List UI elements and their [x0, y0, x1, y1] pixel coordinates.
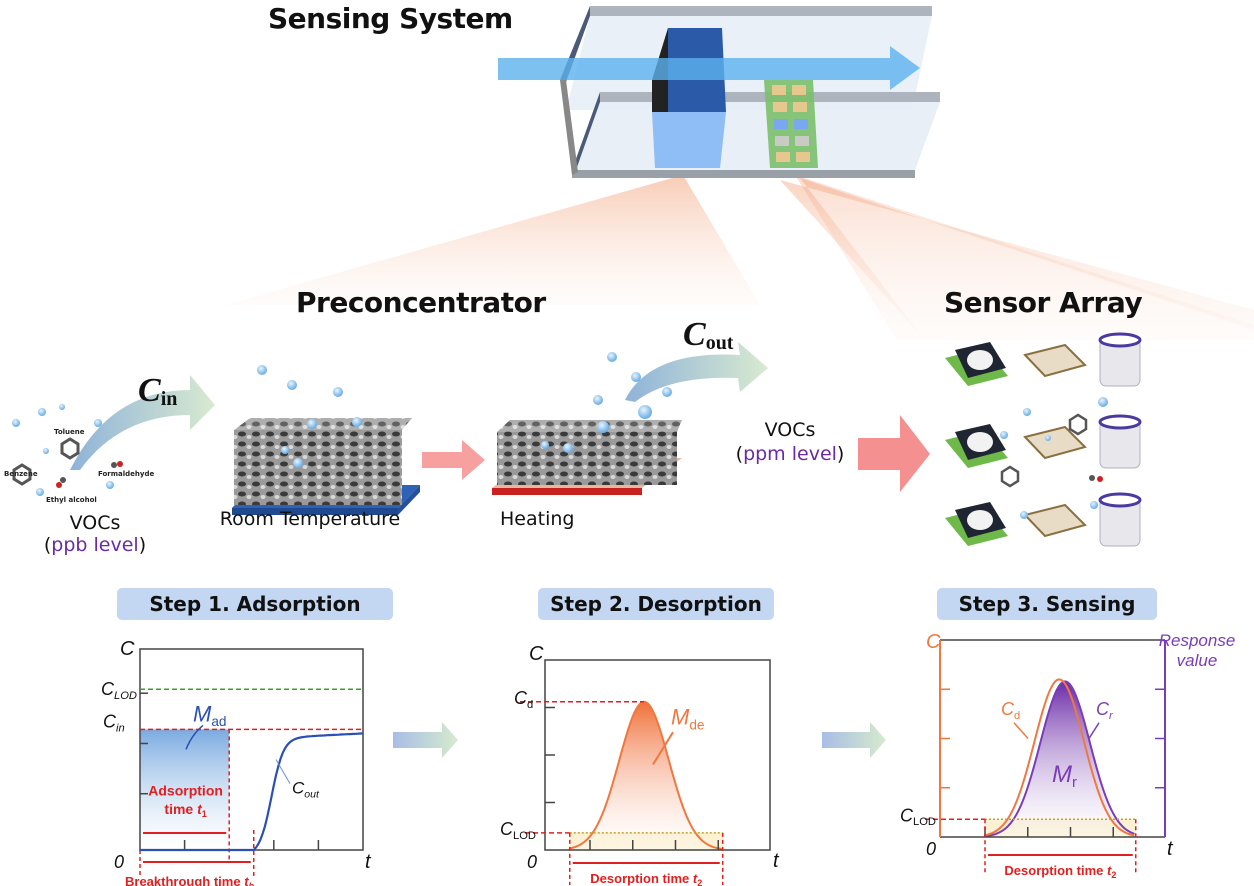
y-axis-label: C	[529, 643, 544, 665]
c-lod-tick-label: CLOD	[101, 679, 137, 702]
vocs-in-level-value: ppb level	[51, 534, 139, 556]
step-transition-arrows	[393, 722, 886, 758]
c-r-curve	[984, 680, 1135, 838]
heating-label: Heating	[500, 508, 575, 530]
step-3-label: Step 3. Sensing	[937, 588, 1157, 620]
step-2-label: Step 2. Desorption	[538, 588, 774, 620]
c-out-curved-arrow	[625, 342, 768, 402]
origin-label: 0	[926, 839, 936, 859]
vocs-out-level-value: ppm level	[743, 443, 837, 465]
step-1-label: Step 1. Adsorption	[117, 588, 393, 620]
c-out-sub: out	[705, 332, 734, 354]
c-r-pointer	[1088, 722, 1100, 739]
sensor-row-2	[945, 414, 1142, 469]
c-out-curve	[140, 732, 364, 852]
right-y-axis-label-line1: Response	[1159, 631, 1236, 650]
vocs-out-text: VOCs	[764, 419, 816, 441]
adsorption-area-m-ad	[140, 729, 230, 850]
preconcentrator-heating	[492, 352, 682, 495]
desorption-curve	[568, 700, 723, 851]
m-r-label: Mr	[1052, 761, 1077, 791]
sensor-chip	[764, 80, 818, 168]
m-de-pointer	[652, 731, 674, 766]
molecule-label-formaldehyde: Formaldehyde	[98, 470, 155, 478]
vocs-out-label: VOCs (ppm level)	[715, 418, 865, 466]
to-sensor-arrow	[858, 415, 930, 492]
preconcentrator-zoom-beam	[225, 175, 760, 305]
room-temperature-label: Room Temperature	[219, 508, 401, 530]
c-d-curve	[984, 678, 1135, 837]
process-flow-illustration	[12, 332, 1142, 547]
sensor-array-title: Sensor Array	[944, 286, 1143, 319]
heat-arrow	[422, 440, 485, 480]
vocs-out-level: (ppm level)	[735, 443, 845, 465]
c-in-main: C	[138, 372, 161, 409]
c-in-curved-arrow	[70, 375, 215, 470]
c-out-label: Cout	[683, 316, 733, 355]
origin-label: 0	[114, 852, 124, 872]
c-lod-tick-label: CLOD	[500, 819, 536, 842]
sensing-system-title: Sensing System	[268, 2, 513, 35]
c-d-tick-label: Cd	[514, 688, 533, 711]
m-de-label: Mde	[671, 705, 704, 733]
step-arrow-1	[393, 722, 458, 758]
x-axis-label: t	[1167, 838, 1174, 860]
c-lod-tick-label: CLOD	[900, 805, 936, 828]
c-r-label: Cr	[1096, 699, 1114, 722]
preconcentrator-room-temp	[232, 365, 420, 515]
m-ad-pointer	[185, 724, 204, 750]
m-ad-label: Mad	[193, 701, 226, 729]
vocs-in-label: VOCs (ppb level)	[20, 512, 170, 556]
step-arrow-2	[822, 722, 886, 758]
c-in-sub: in	[160, 388, 178, 410]
preconcentrator-title: Preconcentrator	[296, 286, 546, 319]
desorption-time-label: Desorption time t2	[590, 871, 702, 886]
channel-top-wall	[590, 6, 932, 16]
vocs-in-level: (ppb level)	[43, 534, 147, 556]
c-out-label: Cout	[292, 779, 320, 801]
sensor-row-1	[945, 332, 1142, 387]
y-axis-label: C	[120, 638, 135, 660]
right-y-axis-label-line2: value	[1177, 651, 1218, 670]
c-in-tick-label: Cin	[103, 711, 125, 734]
desorption-time-label: Desorption time t2	[1004, 863, 1116, 880]
molecule-label-benzene: Benzene	[4, 470, 38, 478]
vocs-in-text: VOCs	[69, 512, 121, 534]
x-axis-label: t	[773, 850, 780, 872]
molecule-label-toluene: Toluene	[54, 428, 85, 436]
voc-molecules	[12, 404, 123, 496]
x-axis-label: t	[365, 851, 372, 873]
flow-arrow	[498, 46, 920, 90]
breakthrough-time-label: Breakthrough time tb	[125, 874, 255, 886]
sensor-array-devices	[945, 332, 1142, 547]
molecule-label-ethyl-alcohol: Ethyl alcohol	[46, 496, 97, 504]
adsorption-time-label-line1: Adsorption	[148, 783, 223, 799]
c-out-pointer	[275, 759, 291, 784]
sensing-system-illustration	[225, 6, 1254, 340]
adsorption-time-label-line2: time t1	[164, 801, 206, 819]
origin-label: 0	[527, 852, 537, 872]
c-d-pointer	[1013, 722, 1029, 739]
sensor-row-3	[945, 492, 1142, 547]
c-out-main: C	[683, 316, 706, 353]
c-d-label: Cd	[1001, 699, 1020, 722]
left-y-axis-label: C	[926, 631, 941, 653]
c-in-label: Cin	[138, 372, 177, 411]
m-r-area	[985, 681, 1136, 837]
